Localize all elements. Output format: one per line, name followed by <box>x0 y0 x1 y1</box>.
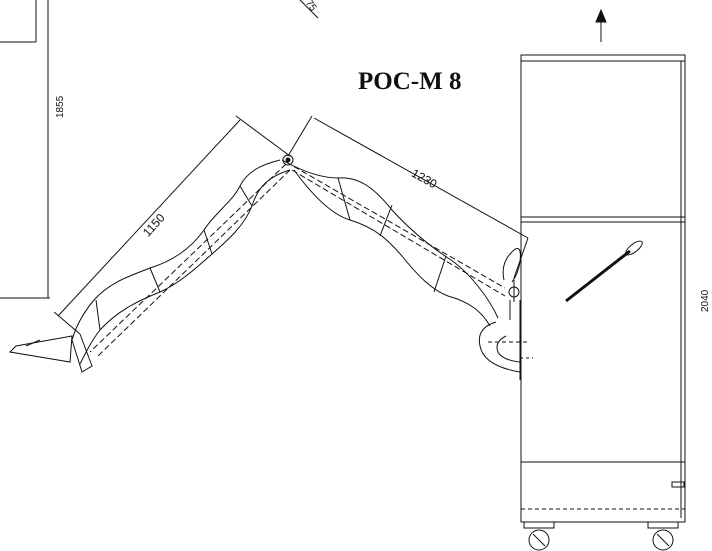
extraction-hood <box>8 333 93 373</box>
dimension-label-right-height: 2040 <box>700 289 711 312</box>
cabinet-lever <box>565 240 643 303</box>
lower-arm-hose <box>71 159 291 365</box>
airflow-up-arrow <box>595 8 607 42</box>
top-dimension-fragment <box>299 0 319 19</box>
dimension-label-left-height: 1855 <box>55 95 66 118</box>
duct-connector <box>478 300 533 380</box>
dimension-lines <box>53 115 529 335</box>
upper-arm-hose <box>281 159 506 327</box>
filter-cabinet <box>520 54 686 523</box>
castor-wheels <box>523 521 679 551</box>
arm-joints <box>282 154 521 302</box>
left-frame-fragment <box>0 0 50 299</box>
model-title: POC-M 8 <box>358 68 462 95</box>
